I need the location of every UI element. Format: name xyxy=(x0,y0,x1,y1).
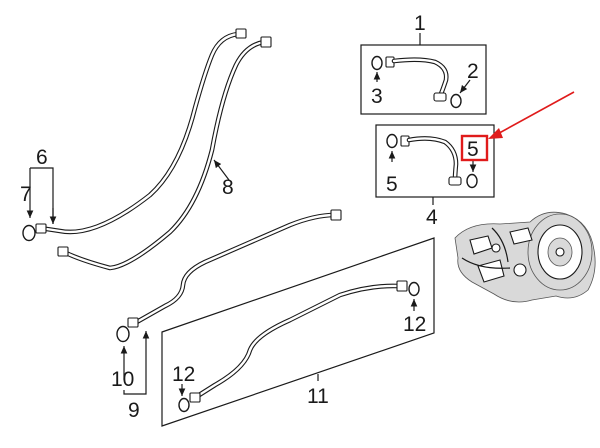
callout-3: 3 xyxy=(371,85,383,108)
callout-4: 4 xyxy=(426,206,438,229)
ac-compressor xyxy=(454,211,596,303)
o-ring-7 xyxy=(22,224,36,242)
assembly-box-11 xyxy=(161,237,435,427)
callout-5-highlighted: 5 xyxy=(467,138,479,161)
highlight-arrowhead xyxy=(488,128,503,139)
tube-11 xyxy=(178,280,420,413)
callout-5-left: 5 xyxy=(386,173,398,196)
callout-7: 7 xyxy=(20,183,32,206)
assembly-box-4 xyxy=(375,124,495,198)
callout-10: 10 xyxy=(111,368,134,391)
highlight-box xyxy=(460,134,489,162)
hose-1 xyxy=(371,55,462,109)
callout-8: 8 xyxy=(222,176,234,199)
callout-6: 6 xyxy=(36,146,48,169)
callout-12-left: 12 xyxy=(172,363,195,386)
tube-8 xyxy=(35,28,272,271)
assembly-box-1 xyxy=(360,44,487,115)
callout-11: 11 xyxy=(307,385,329,408)
callout-9: 9 xyxy=(128,399,140,422)
hose-4 xyxy=(386,133,478,189)
callout-12-right: 12 xyxy=(403,313,426,336)
callout-1: 1 xyxy=(414,12,426,35)
highlight-arrow xyxy=(491,91,575,138)
tube-9 xyxy=(116,209,342,343)
callout-2: 2 xyxy=(467,60,479,83)
